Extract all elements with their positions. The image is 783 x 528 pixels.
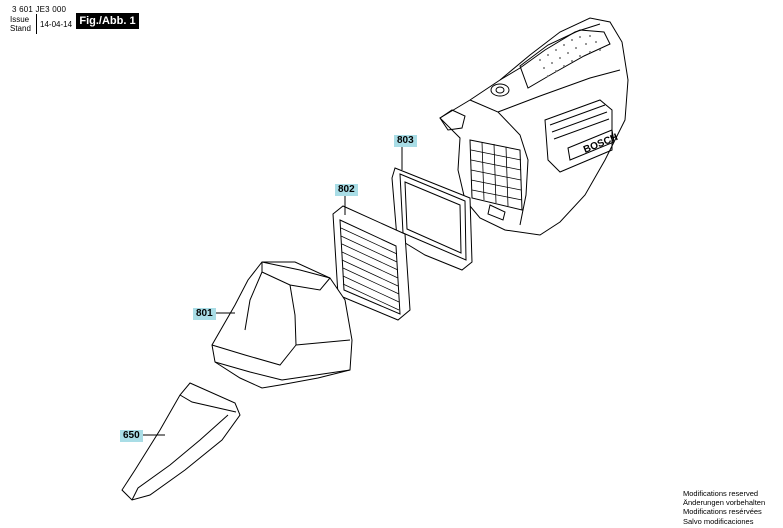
issue-label: Issue Stand (10, 15, 31, 33)
callout-650: 650 (120, 430, 143, 442)
callout-801: 801 (193, 308, 216, 320)
note-en: Modifications reserved (683, 489, 759, 498)
issue-divider (36, 14, 37, 34)
vacuum-body (439, 17, 629, 236)
document-number: 3 601 JE3 000 (12, 5, 67, 14)
issue-label-en: Issue (10, 15, 30, 24)
issue-date: 14-04-14 (40, 20, 73, 29)
modification-notes: Modifications reserved Änderungen vorbeh… (683, 489, 765, 526)
crevice-tool (121, 382, 241, 501)
nozzle-housing (211, 261, 353, 389)
callout-803: 803 (394, 135, 417, 147)
issue-label-de: Stand (10, 24, 31, 33)
filter-frame (391, 167, 473, 271)
figure-label: Fig./Abb. 1 (76, 13, 139, 29)
callout-802: 802 (335, 184, 358, 196)
note-es: Salvo modificaciones (683, 516, 754, 526)
note-de: Änderungen vorbehalten (683, 498, 766, 508)
note-fr: Modifications resérvées (683, 507, 762, 517)
